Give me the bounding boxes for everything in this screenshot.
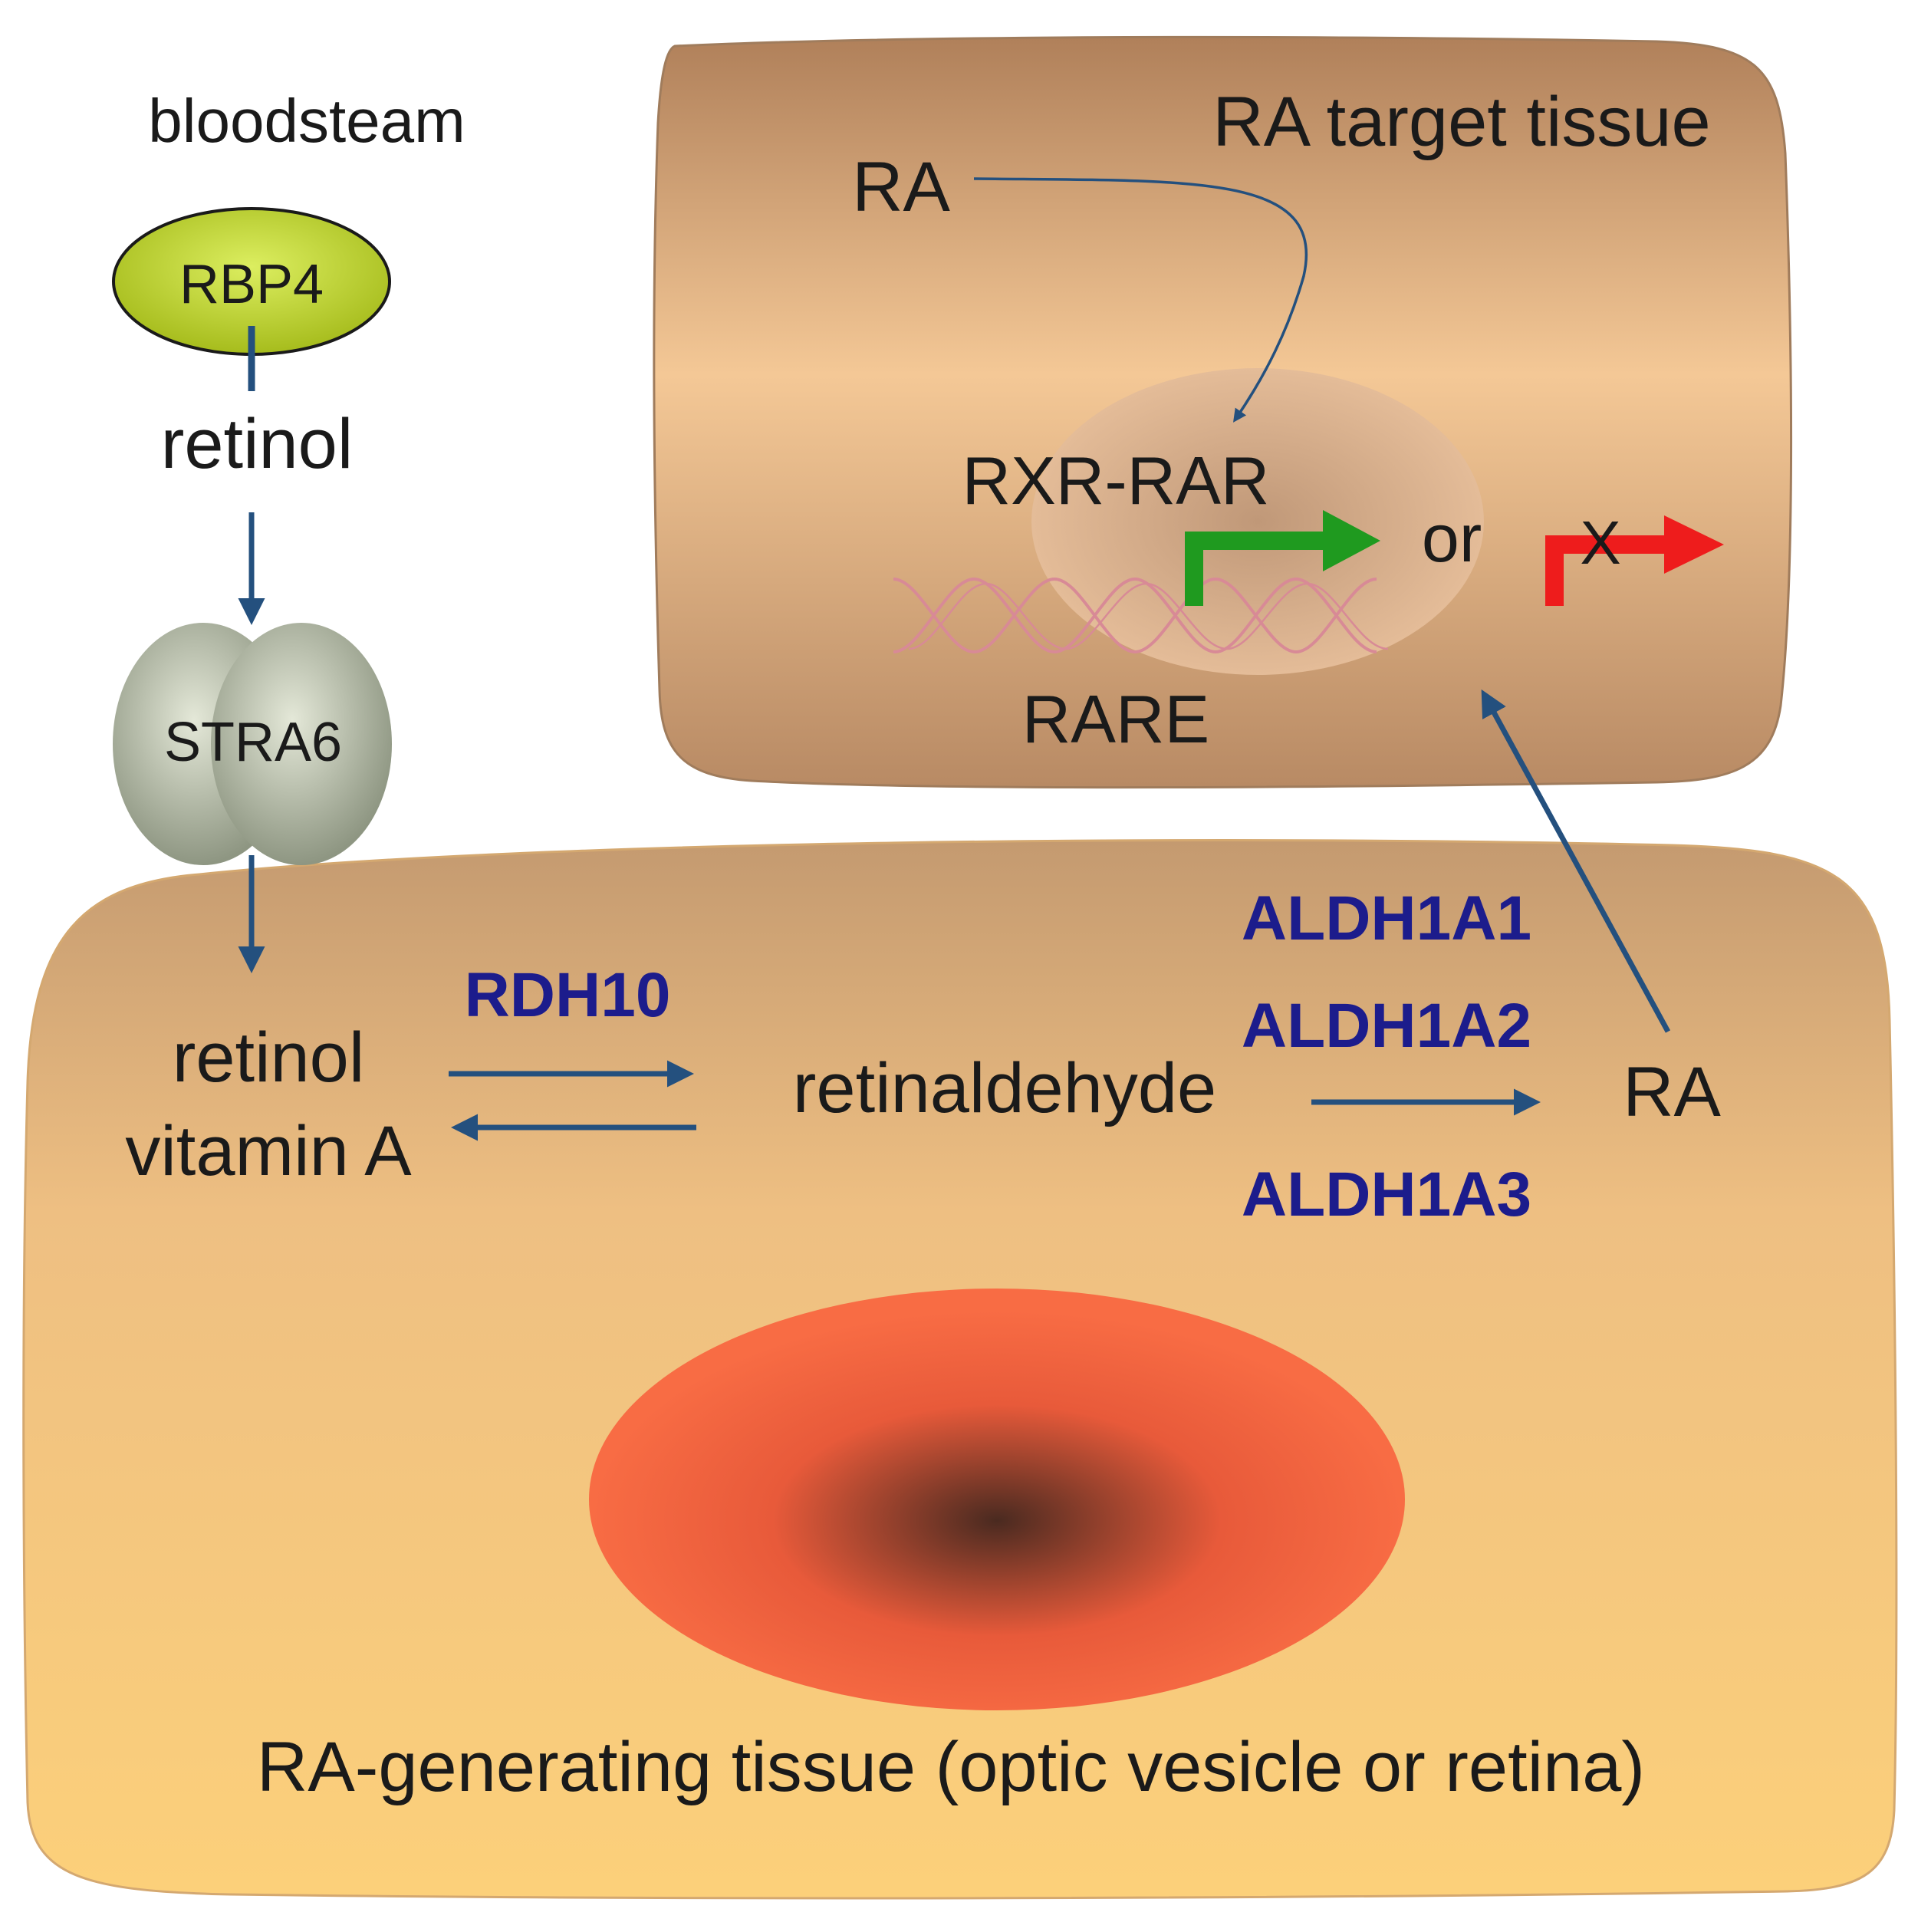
ra-to-receptor-arrow xyxy=(973,177,1308,423)
ra-target-label: RA xyxy=(852,148,950,226)
aldh1a1-enzyme-label: ALDH1A1 xyxy=(1242,884,1531,953)
aldh1a2-enzyme-label: ALDH1A2 xyxy=(1242,991,1531,1061)
stra6-transporter-icon xyxy=(113,623,392,865)
retinol-cell-label: retinol xyxy=(173,1019,365,1097)
repression-x-mark: X xyxy=(1580,509,1620,577)
target-tissue-title: RA target tissue xyxy=(1212,83,1710,161)
green-bent-arrow-icon xyxy=(1185,510,1380,606)
generating-tissue-title: RA-generating tissue (optic vesicle or r… xyxy=(257,1728,1645,1806)
generating-nucleus xyxy=(589,1289,1405,1710)
rdh10-enzyme-label: RDH10 xyxy=(465,960,671,1030)
dna-helix-icon xyxy=(893,577,1389,654)
rare-label: RARE xyxy=(1022,681,1210,757)
ra-generated-label: RA xyxy=(1623,1053,1721,1131)
retinol-bloodstream-label: retinol xyxy=(161,405,354,483)
or-label: or xyxy=(1422,500,1482,576)
bloodstream-label: bloodsteam xyxy=(148,87,465,155)
ra-to-target-tissue-arrow xyxy=(1481,689,1671,1033)
rbp4-label: RBP4 xyxy=(179,254,324,315)
red-bent-arrow-icon xyxy=(1545,515,1724,606)
vitamin-a-label: vitamin A xyxy=(125,1112,412,1190)
aldh1a3-enzyme-label: ALDH1A3 xyxy=(1242,1160,1531,1229)
target-nucleus xyxy=(1031,368,1484,675)
retinaldehyde-label: retinaldehyde xyxy=(793,1049,1216,1127)
rxr-rar-label: RXR-RAR xyxy=(962,443,1270,518)
stra6-label: STRA6 xyxy=(164,712,342,773)
